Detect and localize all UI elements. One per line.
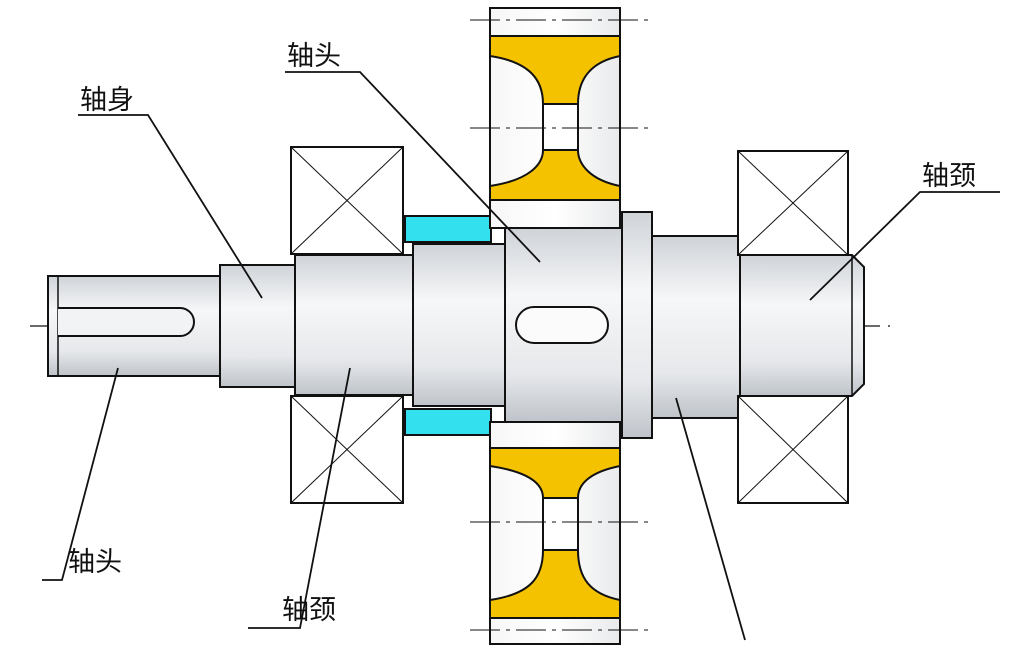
label-shaft-head-bottom: 轴头 [68, 547, 122, 578]
right-shaft-section [651, 235, 741, 419]
leader-shaft-body [78, 114, 263, 299]
label-shaft-head-top: 轴头 [287, 41, 341, 72]
shaft-body [219, 264, 296, 388]
left-journal [294, 254, 414, 396]
leader-right-section [675, 397, 746, 641]
lower-spacer [404, 408, 492, 436]
left-keyway [58, 307, 195, 337]
gear-upper [470, 7, 650, 229]
right-journal [739, 254, 865, 397]
label-shaft-body: 轴身 [80, 85, 134, 116]
shaft-shoulder [621, 211, 653, 439]
leader-shaft-neck-right [809, 191, 1000, 301]
upper-spacer [404, 215, 492, 243]
label-shaft-neck-bottom: 轴颈 [282, 595, 336, 626]
leader-shaft-head-top [285, 71, 541, 263]
sleeve-section [412, 243, 506, 407]
left-bearing [290, 146, 404, 504]
leader-shaft-neck-bottom [248, 367, 351, 629]
leader-shaft-head-bottom [42, 367, 119, 581]
right-bearing [737, 150, 849, 504]
gear-keyway [515, 306, 609, 344]
label-shaft-neck-right: 轴颈 [922, 161, 976, 192]
gear-lower [470, 421, 650, 645]
